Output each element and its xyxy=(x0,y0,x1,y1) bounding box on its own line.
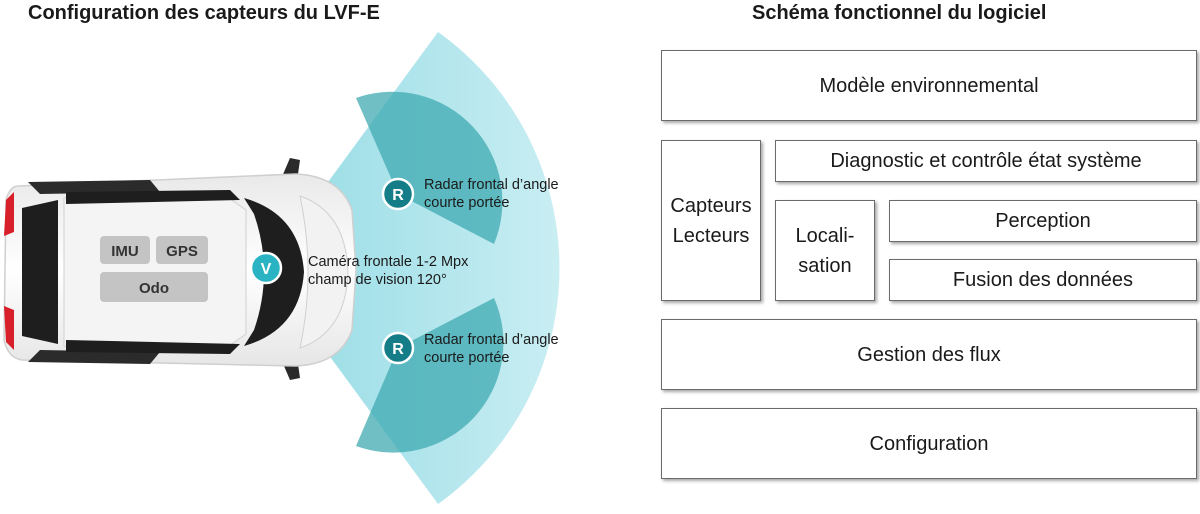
radar-top-fov xyxy=(356,91,503,244)
radar-bottom-label: Radar frontal d’angle courte portée xyxy=(424,331,559,367)
radar-bottom-label-line2: courte portée xyxy=(424,350,510,366)
block-gestion-text: Gestion des flux xyxy=(857,343,1001,366)
camera-label-line2: champ de vision 120° xyxy=(308,272,447,288)
vehicle-sensor-diagram: IMU GPS Odo V R R xyxy=(3,32,560,504)
block-fusion-text: Fusion des données xyxy=(952,269,1134,291)
radar-bottom-fov xyxy=(356,298,504,453)
block-configuration-text: Configuration xyxy=(869,432,989,455)
block-localisation: Locali- sation xyxy=(775,200,875,301)
software-diagram-title: Schéma fonctionnel du logiciel xyxy=(752,2,1047,24)
radar-top-label-line1: Radar frontal d’angle xyxy=(424,177,559,193)
camera-badge xyxy=(249,251,283,285)
radar-bottom-label-line1: Radar frontal d’angle xyxy=(424,332,559,348)
radar-top-label: Radar frontal d’angle courte portée xyxy=(424,176,559,212)
rear-window xyxy=(22,200,58,344)
block-modele-text: Modèle environnemental xyxy=(819,74,1039,97)
block-perception: Perception xyxy=(889,200,1197,242)
block-fusion: Fusion des données xyxy=(889,259,1197,301)
sensor-config-title: Configuration des capteurs du LVF-E xyxy=(28,2,380,24)
block-configuration: Configuration xyxy=(661,408,1197,479)
imu-label: IMU xyxy=(111,243,139,260)
hood xyxy=(299,195,349,349)
block-capteurs-line2: Lecteurs xyxy=(672,224,750,247)
block-localisation-line1: Locali- xyxy=(795,224,855,247)
rear-light-bottom xyxy=(4,306,14,350)
block-perception-text: Perception xyxy=(995,210,1091,232)
block-capteurs-lecteurs: Capteurs Lecteurs xyxy=(661,140,761,301)
rear-light-top xyxy=(4,192,14,236)
block-modele-environnemental: Modèle environnemental xyxy=(661,50,1197,121)
block-localisation-line2: sation xyxy=(798,254,852,277)
block-diagnostic: Diagnostic et contrôle état système xyxy=(775,140,1197,182)
block-capteurs-line1: Capteurs xyxy=(670,194,752,217)
block-diagnostic-text: Diagnostic et contrôle état système xyxy=(830,150,1142,172)
gps-label: GPS xyxy=(166,243,198,260)
radar-bottom-badge-letter: R xyxy=(392,341,404,358)
block-gestion-flux: Gestion des flux xyxy=(661,319,1197,390)
radar-top-badge-letter: R xyxy=(392,187,404,204)
camera-badge-letter: V xyxy=(261,261,272,278)
side-window-top xyxy=(66,190,240,204)
camera-label: Caméra frontale 1-2 Mpx champ de vision … xyxy=(308,253,468,289)
radar-top-label-line2: courte portée xyxy=(424,195,510,211)
odo-label: Odo xyxy=(139,280,169,297)
camera-label-line1: Caméra frontale 1-2 Mpx xyxy=(308,254,469,270)
radar-top-badge xyxy=(381,177,415,211)
radar-bottom-badge xyxy=(381,331,415,365)
side-window-bottom xyxy=(66,340,240,354)
